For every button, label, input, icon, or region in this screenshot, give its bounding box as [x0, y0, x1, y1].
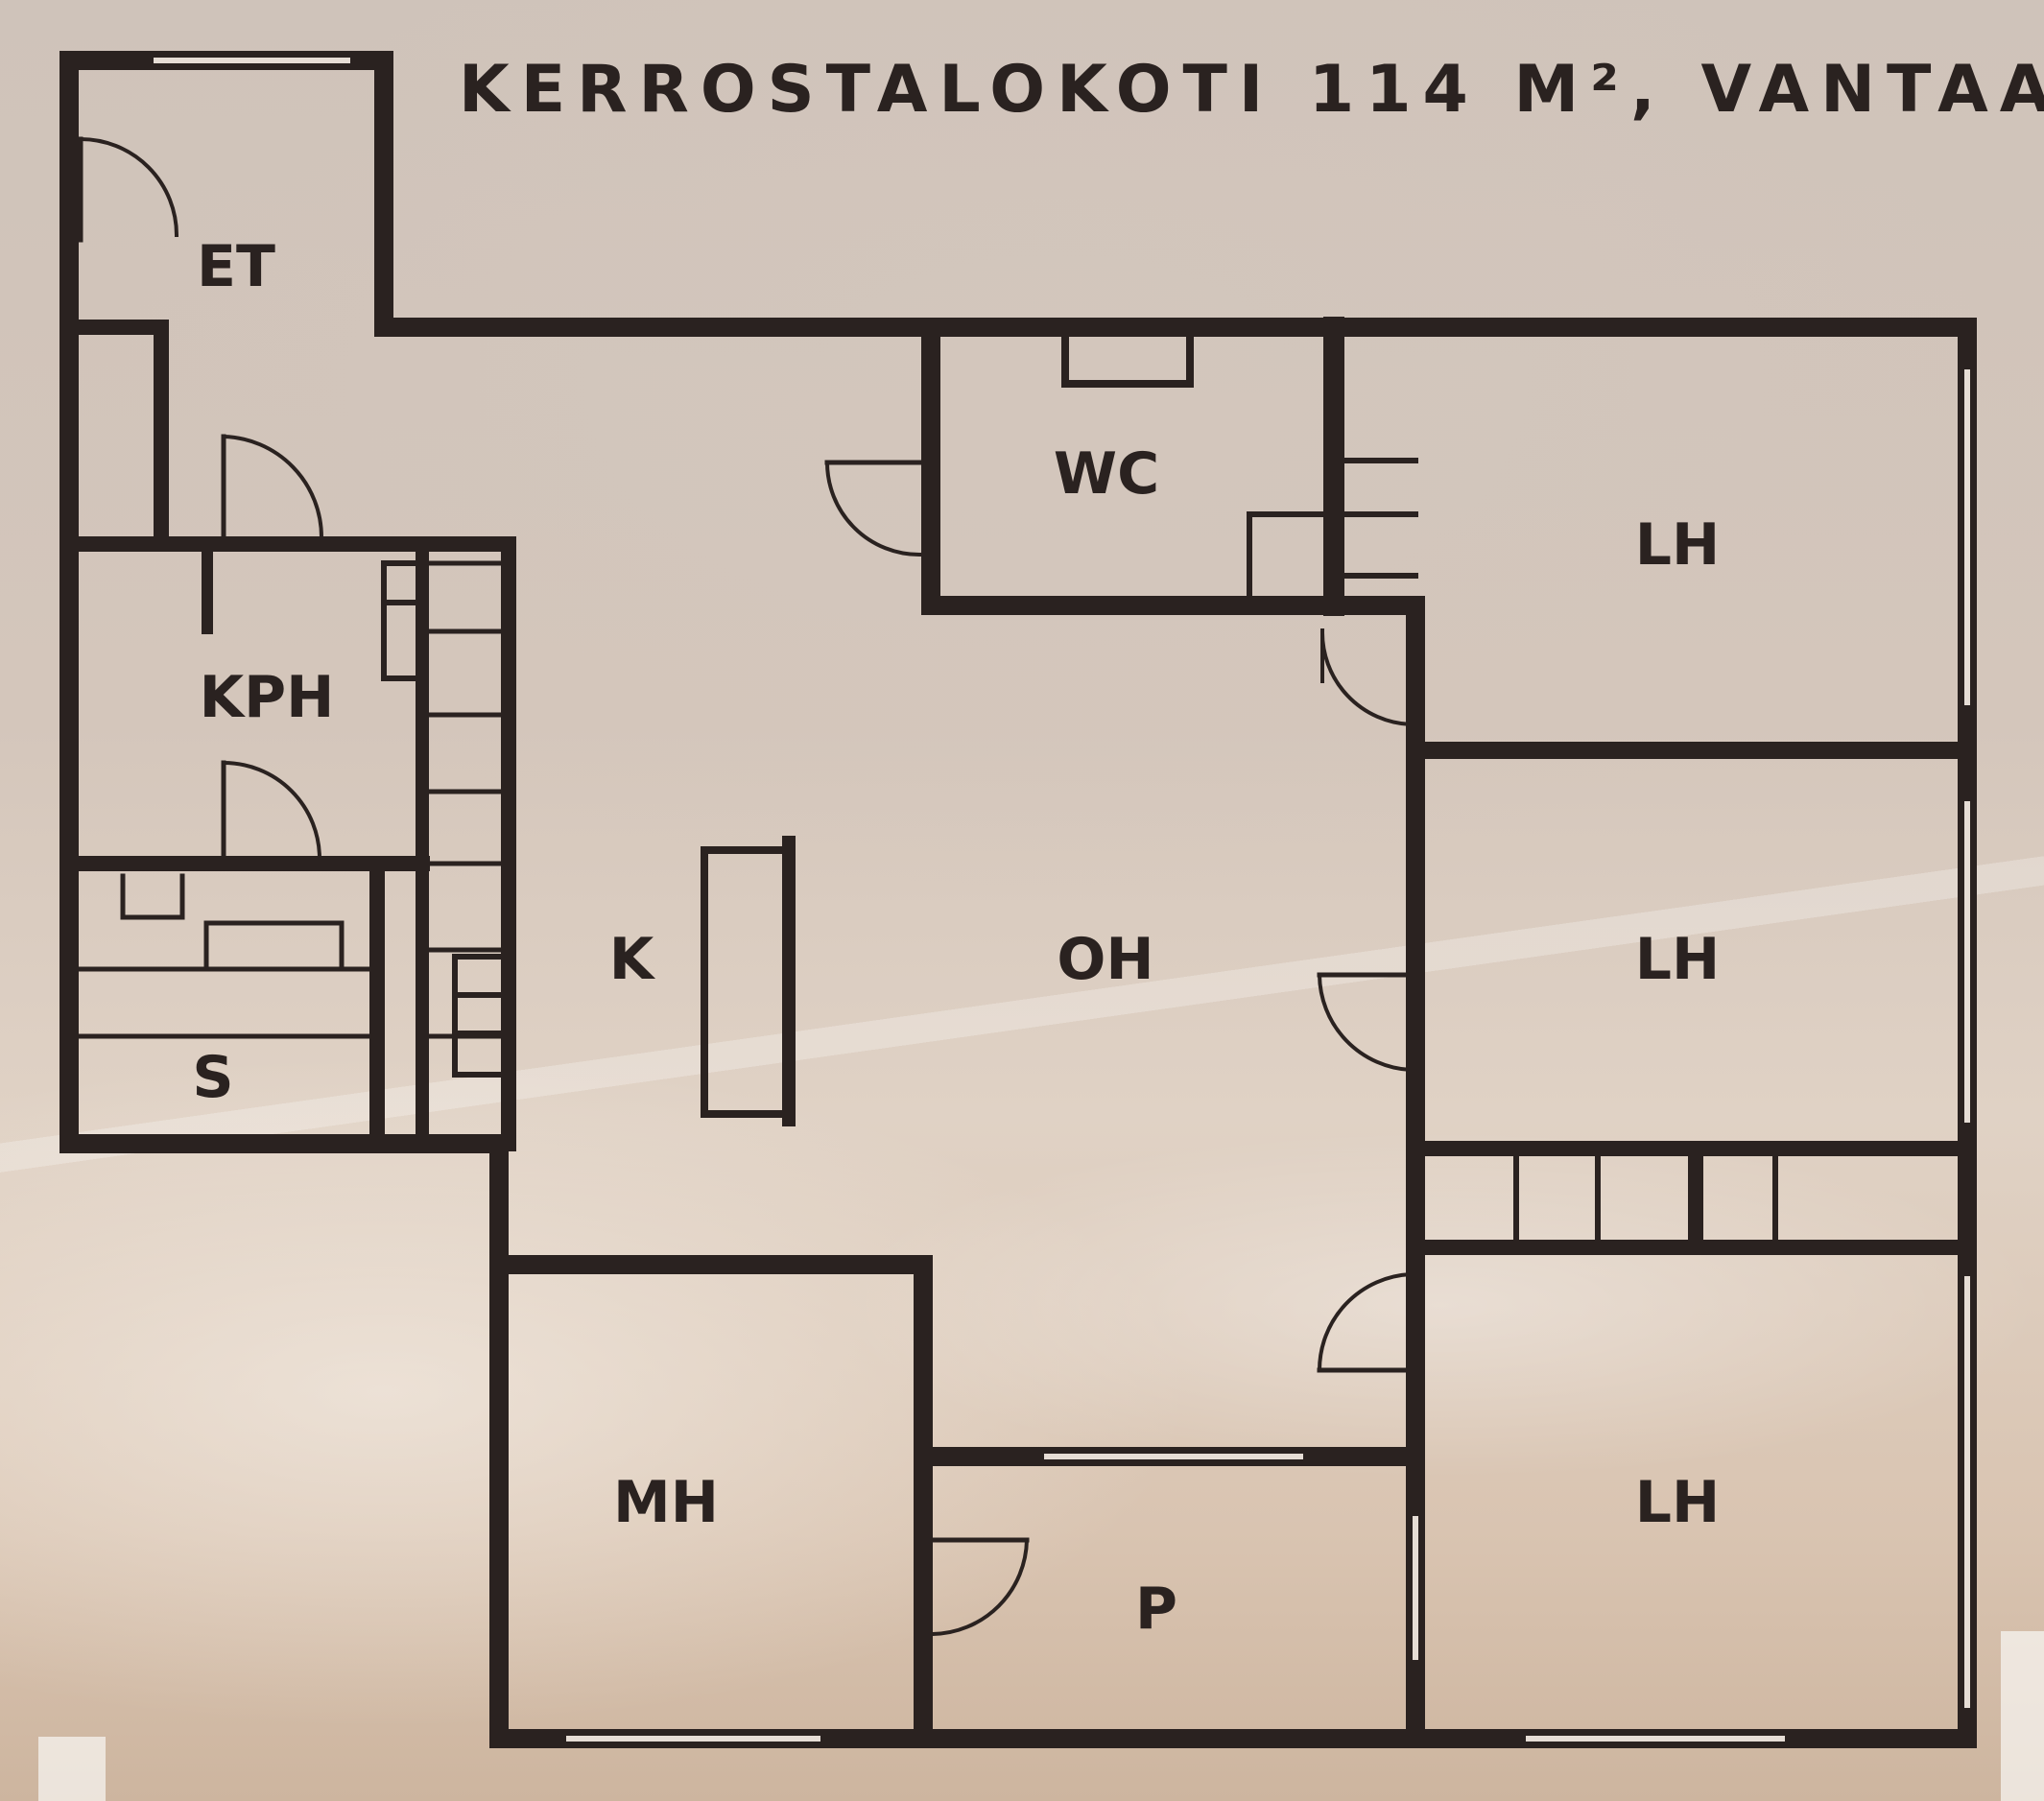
- door-frame: [2001, 1631, 2044, 1801]
- room-label-oh: OH: [1057, 926, 1154, 993]
- room-label-p: P: [1135, 1576, 1177, 1643]
- room-label-et: ET: [197, 233, 275, 300]
- outer-wall: [59, 51, 1977, 1748]
- door: [1317, 972, 1414, 1073]
- wall: [489, 1255, 933, 1748]
- wall: [1247, 511, 1337, 608]
- door: [930, 1537, 1030, 1637]
- room-label-s: S: [192, 1044, 234, 1111]
- door: [221, 434, 324, 540]
- cabinet: [419, 628, 511, 1039]
- room-label-lh-2: LH: [1634, 926, 1721, 993]
- door: [221, 760, 322, 862]
- cabinet: [1331, 458, 1418, 579]
- appliance: [120, 873, 185, 920]
- room-label-k: K: [608, 926, 654, 993]
- cabinet: [452, 954, 507, 1078]
- cabinet: [381, 560, 425, 681]
- wall: [61, 536, 516, 1151]
- appliance: [203, 920, 345, 967]
- wall: [61, 320, 169, 545]
- cabinet: [1413, 1146, 1778, 1250]
- wall: [1061, 323, 1194, 388]
- door: [78, 136, 179, 238]
- room-label-lh-1: LH: [1634, 511, 1721, 579]
- room-label-kph: KPH: [199, 664, 335, 731]
- door: [1317, 1271, 1414, 1373]
- room-label-lh-3: LH: [1634, 1469, 1721, 1536]
- kitchen-island: [701, 846, 793, 1118]
- room-label-wc: WC: [1053, 440, 1160, 508]
- room-label-mh: MH: [613, 1469, 719, 1536]
- door-frame: [38, 1737, 106, 1801]
- door: [1319, 628, 1414, 727]
- door: [824, 460, 922, 557]
- plan-title: KERROSTALOKOTI 114 M², VANTAA.: [459, 52, 2044, 128]
- wall: [1408, 1141, 1703, 1255]
